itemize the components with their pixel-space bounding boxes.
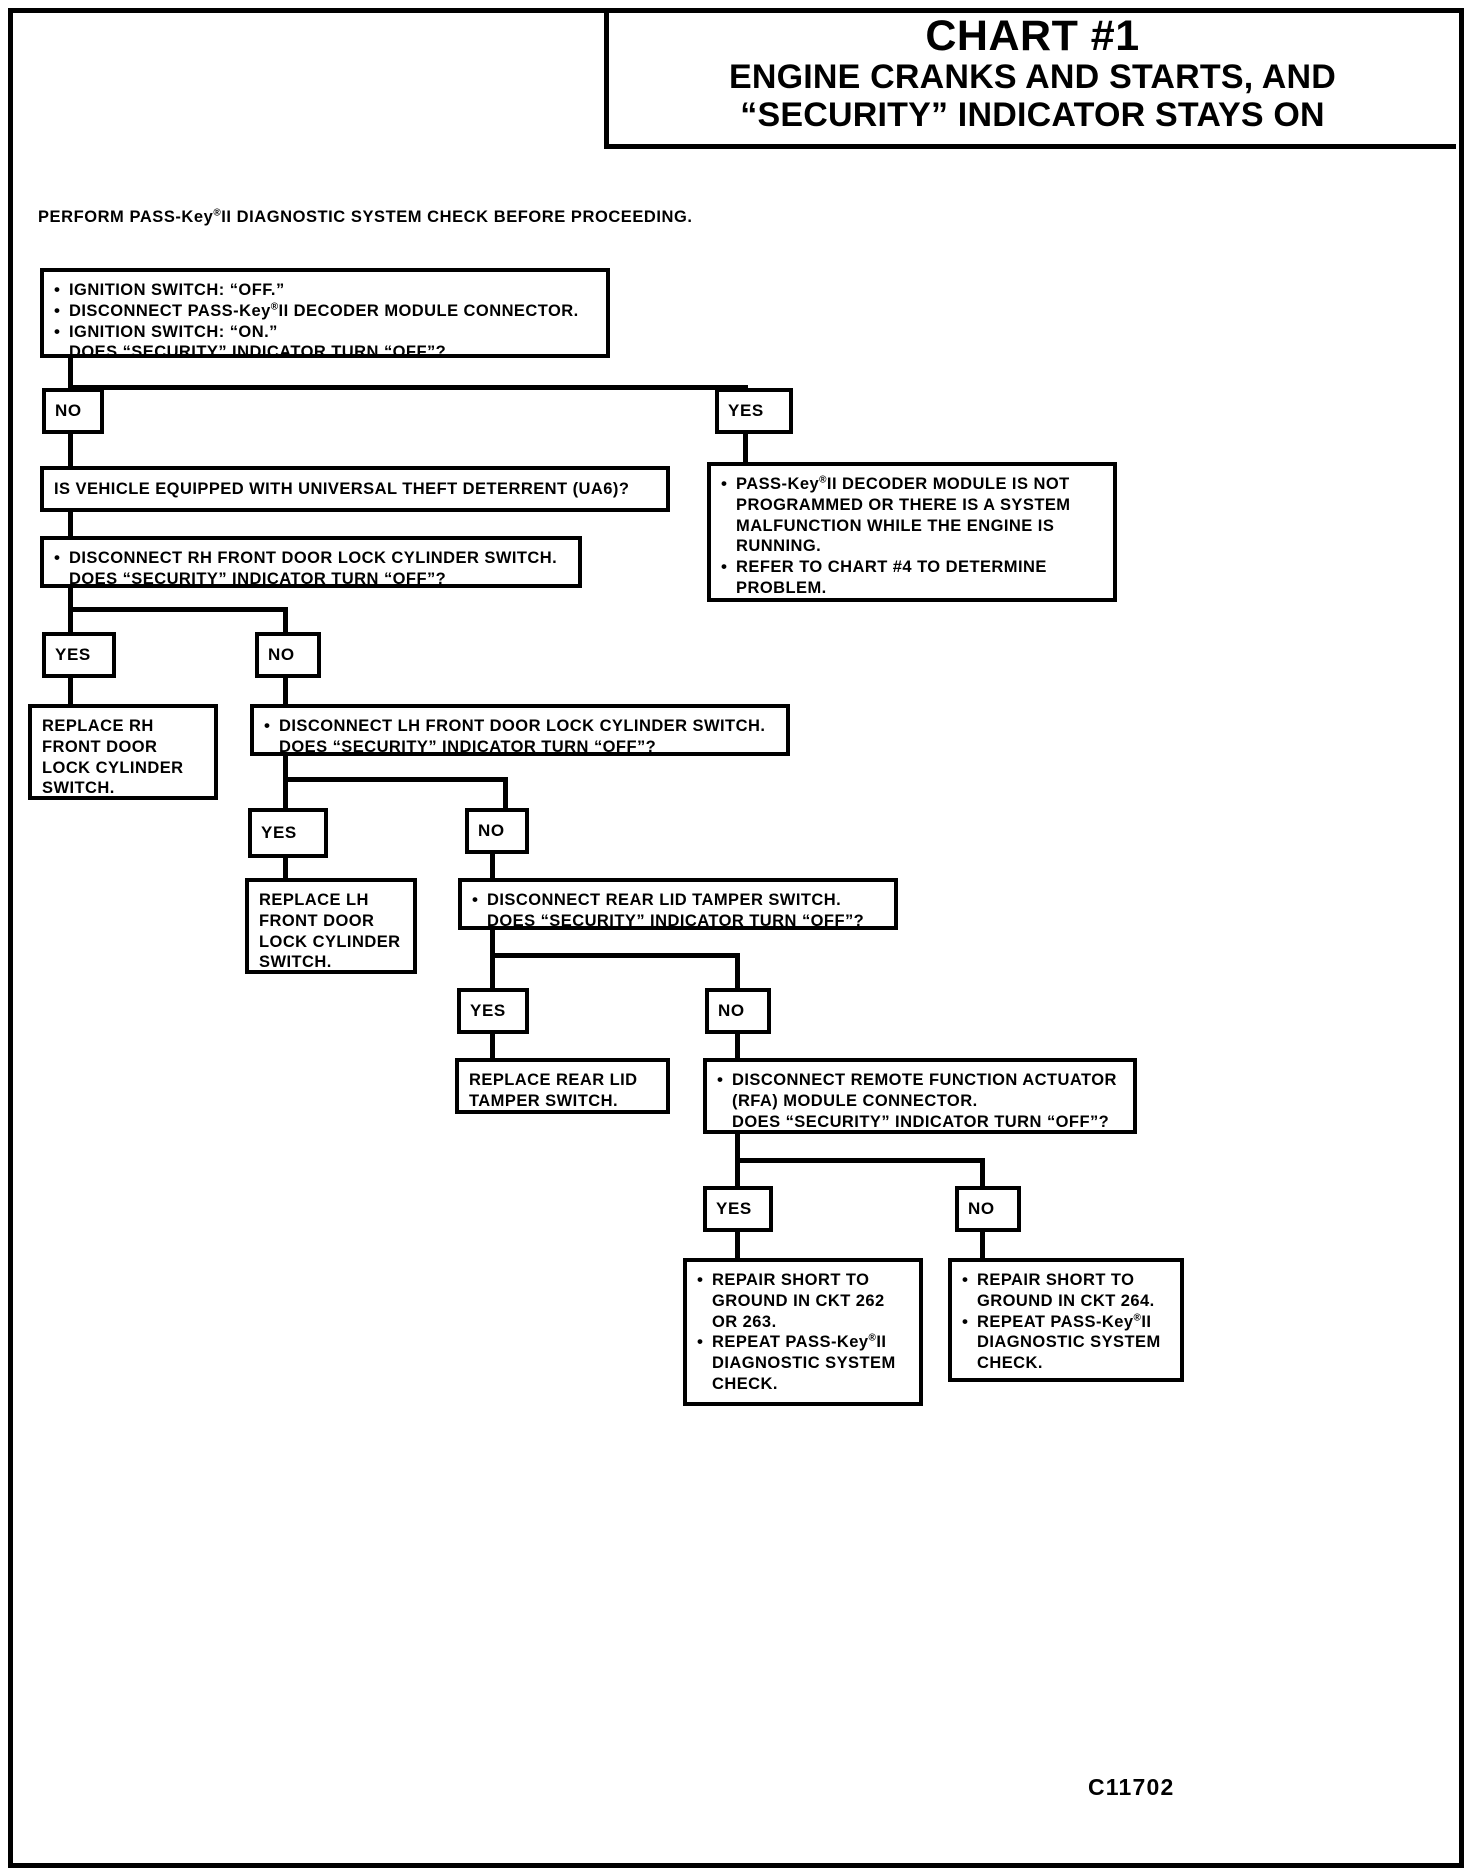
page-border	[8, 8, 1464, 1868]
step5-yes-label: YES	[457, 988, 529, 1034]
step6-no-label: NO	[955, 1186, 1021, 1232]
connector-yes-to-result	[743, 434, 748, 464]
connector-step5-yes-to-result	[490, 1034, 495, 1060]
result-rh-line-4: SWITCH.	[42, 779, 115, 798]
chart-number: CHART #1	[925, 12, 1140, 60]
result-yes-line-1: PASS-Key®II DECODER MODULE IS NOT	[721, 473, 1103, 495]
step3-yes-label: YES	[42, 632, 116, 678]
step6-line-1: DISCONNECT REMOTE FUNCTION ACTUATOR	[717, 1069, 1123, 1091]
result-ckt264-box: REPAIR SHORT TO GROUND IN CKT 264. REPEA…	[948, 1258, 1184, 1382]
result-ckt262-line-2: GROUND IN CKT 262	[712, 1291, 885, 1310]
step4-line-1: DISCONNECT LH FRONT DOOR LOCK CYLINDER S…	[264, 715, 776, 737]
result-ckt262-line-4: REPEAT PASS-Key®II	[697, 1331, 909, 1353]
connector-step5-stem	[490, 930, 495, 956]
result-ckt264-line-5: CHECK.	[977, 1354, 1043, 1373]
step2-box: IS VEHICLE EQUIPPED WITH UNIVERSAL THEFT…	[40, 466, 670, 512]
step1-box: IGNITION SWITCH: “OFF.” DISCONNECT PASS-…	[40, 268, 610, 361]
connector-step6-yes-drop	[735, 1158, 740, 1188]
connector-step3-no-drop	[283, 607, 288, 635]
connector-step5-yes-drop	[490, 953, 495, 988]
step4-box: DISCONNECT LH FRONT DOOR LOCK CYLINDER S…	[250, 704, 790, 756]
result-ckt264-line-2: GROUND IN CKT 264.	[977, 1291, 1155, 1310]
step6-line-3: DOES “SECURITY” INDICATOR TURN “OFF”?	[732, 1112, 1110, 1131]
result-ckt262-line-6: CHECK.	[712, 1374, 778, 1393]
result-ckt264-line-1: REPAIR SHORT TO	[962, 1269, 1170, 1291]
connector-step1-stem	[68, 358, 73, 388]
step6-line-2: (RFA) MODULE CONNECTOR.	[732, 1091, 978, 1110]
step3-no-label: NO	[255, 632, 321, 678]
connector-step4-no-drop	[503, 777, 508, 811]
step1-no-label: NO	[42, 388, 104, 434]
step3-line-1: DISCONNECT RH FRONT DOOR LOCK CYLINDER S…	[54, 547, 568, 569]
header-note: PERFORM PASS-Key®II DIAGNOSTIC SYSTEM CH…	[38, 207, 693, 226]
step1-yes-label: YES	[715, 388, 793, 434]
step1-line-1: IGNITION SWITCH: “OFF.”	[54, 279, 596, 301]
chart-title-line-1: ENGINE CRANKS AND STARTS, AND	[728, 58, 1337, 97]
result-lh-line-2: FRONT DOOR	[259, 911, 375, 930]
result-lh-line-3: LOCK CYLINDER	[259, 932, 401, 951]
result-ckt264-line-4: DIAGNOSTIC SYSTEM	[977, 1333, 1161, 1352]
connector-step4-yes-to-result	[283, 858, 288, 880]
connector-step1-bus	[68, 385, 748, 390]
step5-no-label: NO	[705, 988, 771, 1034]
result-tamper-line-2: TAMPER SWITCH.	[469, 1091, 618, 1110]
connector-step3-yes-to-result	[68, 678, 73, 706]
result-rh-line-1: REPLACE RH	[42, 717, 154, 735]
step5-line-2: DOES “SECURITY” INDICATOR TURN “OFF”?	[487, 911, 865, 930]
result-tamper-line-1: REPLACE REAR LID	[469, 1071, 638, 1089]
connector-step5-no-drop	[735, 953, 740, 988]
connector-step6-stem	[735, 1134, 740, 1162]
connector-step3-bus	[68, 607, 288, 612]
connector-step4-stem	[283, 756, 288, 780]
step4-line-2: DOES “SECURITY” INDICATOR TURN “OFF”?	[279, 737, 657, 756]
connector-step3-no-to-step4	[283, 678, 288, 706]
step5-box: DISCONNECT REAR LID TAMPER SWITCH. DOES …	[458, 878, 898, 930]
connector-step2-to-step3	[68, 512, 73, 538]
step2-line-1: IS VEHICLE EQUIPPED WITH UNIVERSAL THEFT…	[54, 479, 630, 498]
connector-step6-yes-to-result	[735, 1232, 740, 1260]
connector-step3-stem	[68, 588, 73, 610]
connector-step6-no-to-result	[980, 1232, 985, 1260]
result-yes-line-4: RUNNING.	[736, 537, 822, 556]
drawing-code: C11702	[1088, 1774, 1175, 1800]
connector-no-to-step2	[68, 434, 73, 468]
result-ckt262-line-5: DIAGNOSTIC SYSTEM	[712, 1354, 896, 1373]
result-lh-line-4: SWITCH.	[259, 953, 332, 972]
step6-box: DISCONNECT REMOTE FUNCTION ACTUATOR (RFA…	[703, 1058, 1137, 1134]
connector-step5-bus	[490, 953, 740, 958]
result-rh-line-3: LOCK CYLINDER	[42, 758, 184, 777]
result-lh-box: REPLACE LH FRONT DOOR LOCK CYLINDER SWIT…	[245, 878, 417, 974]
result-tamper-box: REPLACE REAR LID TAMPER SWITCH.	[455, 1058, 670, 1114]
step4-no-label: NO	[465, 808, 529, 854]
result-ckt264-line-3: REPEAT PASS-Key®II	[962, 1311, 1170, 1333]
step4-yes-label: YES	[248, 808, 328, 858]
connector-step4-no-to-step5	[490, 854, 495, 880]
result-yes-line-6: PROBLEM.	[736, 578, 827, 597]
result-yes-line-2: PROGRAMMED OR THERE IS A SYSTEM	[736, 495, 1071, 514]
connector-step4-yes-drop	[283, 777, 288, 811]
result-lh-line-1: REPLACE LH	[259, 891, 369, 909]
result-ckt262-line-3: OR 263.	[712, 1312, 777, 1331]
connector-step6-bus	[735, 1158, 985, 1163]
step1-line-3: IGNITION SWITCH: “ON.”	[54, 321, 596, 343]
result-ckt262-box: REPAIR SHORT TO GROUND IN CKT 262 OR 263…	[683, 1258, 923, 1406]
result-ckt262-line-1: REPAIR SHORT TO	[697, 1269, 909, 1291]
step3-line-2: DOES “SECURITY” INDICATOR TURN “OFF”?	[69, 569, 447, 588]
result-rh-line-2: FRONT DOOR	[42, 737, 158, 756]
step1-line-4: DOES “SECURITY” INDICATOR TURN “OFF”?	[69, 343, 447, 362]
connector-step3-yes-drop	[68, 607, 73, 635]
chart-title-line-2: “SECURITY” INDICATOR STAYS ON	[740, 96, 1325, 135]
connector-step5-no-to-step6	[735, 1034, 740, 1060]
step3-box: DISCONNECT RH FRONT DOOR LOCK CYLINDER S…	[40, 536, 582, 588]
result-yes-box: PASS-Key®II DECODER MODULE IS NOT PROGRA…	[707, 462, 1117, 602]
title-block: CHART #1 ENGINE CRANKS AND STARTS, AND “…	[604, 8, 1456, 150]
result-yes-line-3: MALFUNCTION WHILE THE ENGINE IS	[736, 516, 1055, 535]
step6-yes-label: YES	[703, 1186, 773, 1232]
result-rh-box: REPLACE RH FRONT DOOR LOCK CYLINDER SWIT…	[28, 704, 218, 800]
step5-line-1: DISCONNECT REAR LID TAMPER SWITCH.	[472, 889, 884, 911]
step1-line-2: DISCONNECT PASS-Key®II DECODER MODULE CO…	[54, 300, 596, 322]
connector-step6-no-drop	[980, 1158, 985, 1188]
connector-step4-bus	[283, 777, 508, 782]
result-yes-line-5: REFER TO CHART #4 TO DETERMINE	[721, 556, 1103, 578]
